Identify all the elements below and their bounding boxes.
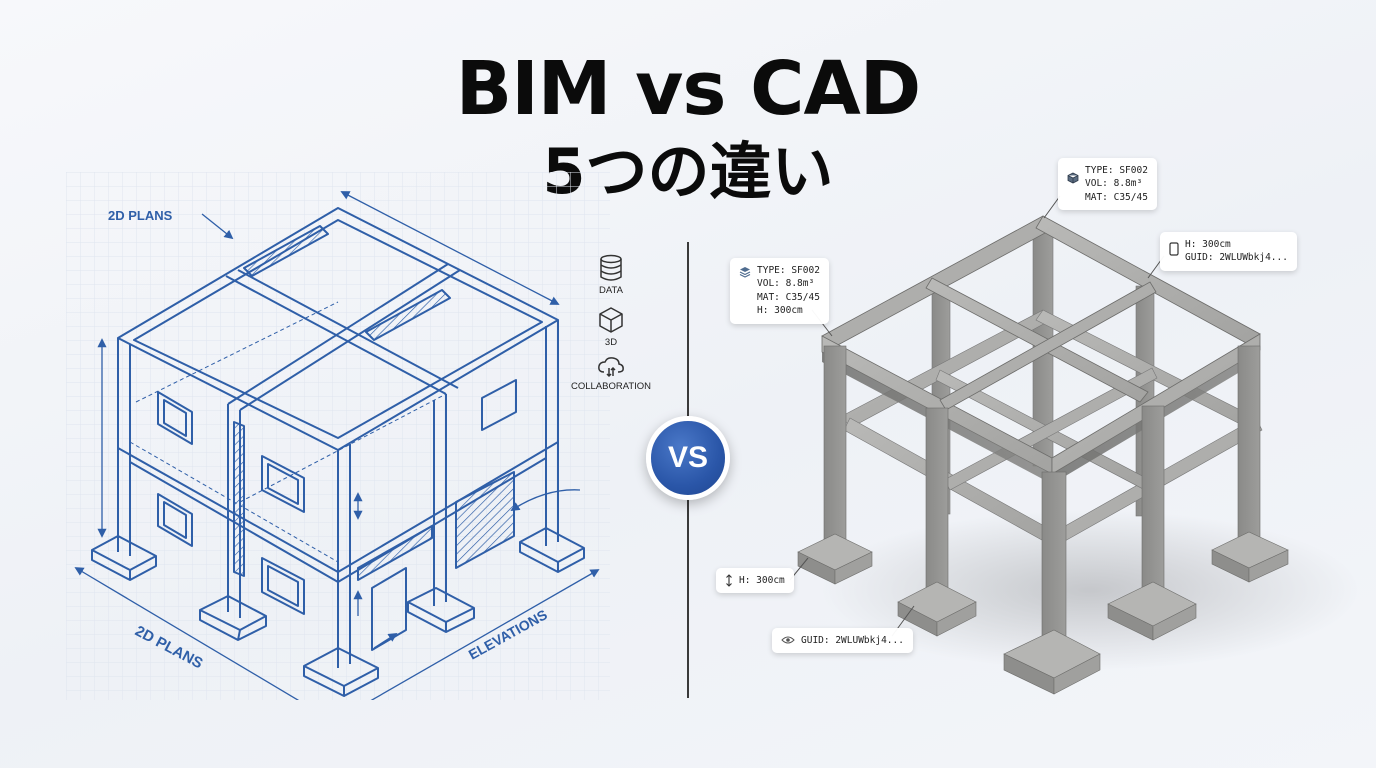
bim-tag-guid: GUID: 2WLUWbkj4... bbox=[772, 628, 913, 654]
page-title: BIM vs CAD bbox=[455, 46, 921, 132]
tag-line: GUID: 2WLUWbkj4... bbox=[1185, 252, 1288, 264]
box-icon bbox=[1067, 172, 1079, 184]
side-icon-data-label: DATA bbox=[599, 285, 623, 296]
tag-line: TYPE: SF002 bbox=[1085, 165, 1148, 176]
tag-line: VOL: 8.8m³ bbox=[757, 278, 815, 290]
cad-panel: 2D PLANS 2D PLANS ELEVATIONS DATA 3D bbox=[66, 172, 651, 713]
tag-line: H: 300cm bbox=[1185, 239, 1231, 250]
tag-line: VOL: 8.8m³ bbox=[1085, 178, 1143, 190]
tag-line: TYPE: SF002 bbox=[757, 265, 820, 276]
cloud-sync-icon bbox=[598, 357, 624, 378]
layers-icon bbox=[739, 267, 751, 278]
side-icon-3d: 3D bbox=[576, 306, 646, 348]
side-icon-collaboration-label: COLLABORATION bbox=[570, 381, 652, 392]
bim-tag-top-right: H: 300cm GUID: 2WLUWbkj4... bbox=[1160, 232, 1297, 271]
side-icon-data: DATA bbox=[576, 254, 646, 296]
tag-line: MAT: C35/45 bbox=[757, 291, 820, 303]
bim-tag-top-center: TYPE: SF002 VOL: 8.8m³ MAT: C35/45 bbox=[1058, 158, 1157, 211]
database-icon bbox=[600, 254, 622, 281]
vs-badge: VS bbox=[646, 416, 730, 500]
side-icon-collaboration: COLLABORATION bbox=[556, 356, 666, 392]
bim-tag-bottom-left: H: 300cm bbox=[716, 568, 794, 594]
tag-line: H: 300cm bbox=[757, 305, 803, 317]
bim-3d-model bbox=[789, 195, 1360, 695]
cad-label-plans-top: 2D PLANS bbox=[108, 208, 173, 223]
tag-line: MAT: C35/45 bbox=[1085, 191, 1148, 203]
bim-tag-left: TYPE: SF002 VOL: 8.8m³ MAT: C35/45 H: 30… bbox=[730, 258, 829, 324]
cube-icon bbox=[599, 307, 623, 333]
tag-line: GUID: 2WLUWbkj4... bbox=[801, 635, 904, 646]
device-icon bbox=[1169, 242, 1179, 256]
tag-line: H: 300cm bbox=[739, 575, 785, 586]
height-arrow-icon bbox=[726, 574, 732, 587]
eye-icon bbox=[781, 636, 795, 644]
cad-blueprint-drawing: 2D PLANS 2D PLANS ELEVATIONS bbox=[66, 172, 610, 713]
side-icon-3d-label: 3D bbox=[604, 337, 618, 348]
bim-panel: TYPE: SF002 VOL: 8.8m³ MAT: C35/45 H: 30… bbox=[700, 150, 1360, 710]
